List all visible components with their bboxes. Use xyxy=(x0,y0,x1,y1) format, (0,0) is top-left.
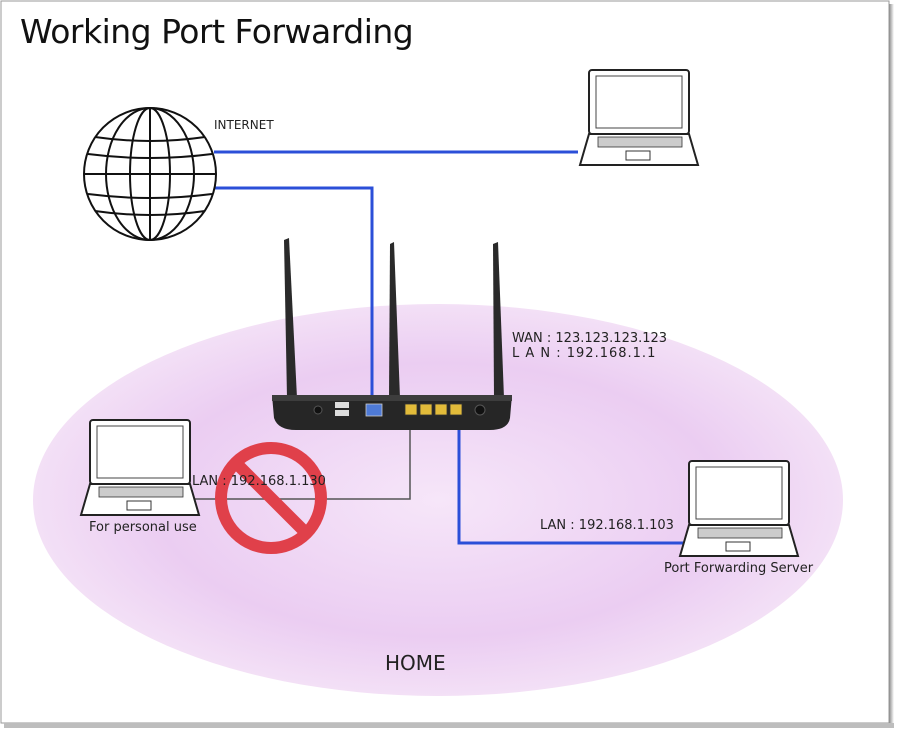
router-antenna xyxy=(284,238,297,398)
wan-port xyxy=(365,403,383,417)
router-antenna xyxy=(389,242,400,398)
laptop-icon xyxy=(578,69,700,166)
internet-label: INTERNET xyxy=(214,118,274,132)
personal-caption: For personal use xyxy=(89,520,197,535)
internet-to-router-link xyxy=(214,186,374,410)
lan-ports xyxy=(404,403,463,416)
frame-shadow xyxy=(889,4,894,726)
router-antenna xyxy=(493,242,504,398)
laptop-icon xyxy=(678,460,800,557)
home-zone xyxy=(33,304,843,696)
router-lan-label: L A N : 192.168.1.1 xyxy=(512,346,657,361)
wan-links xyxy=(214,150,686,545)
router-icon xyxy=(272,238,512,430)
server-caption: Port Forwarding Server xyxy=(664,561,814,576)
laptop-icon xyxy=(79,419,201,516)
no-entry-icon xyxy=(215,442,327,554)
page-title: Working Port Forwarding xyxy=(20,12,414,51)
globe-icon xyxy=(83,107,217,241)
router-wan-label: WAN : 123.123.123.123 xyxy=(512,331,668,346)
home-label: HOME xyxy=(385,651,446,675)
router-to-personal-link xyxy=(178,418,411,500)
frame-shadow-bottom xyxy=(4,723,894,728)
router-to-server-link xyxy=(457,418,686,545)
server-lan-label: LAN : 192.168.1.103 xyxy=(540,518,674,533)
personal-lan-label: LAN : 192.168.1.130 xyxy=(192,474,326,489)
